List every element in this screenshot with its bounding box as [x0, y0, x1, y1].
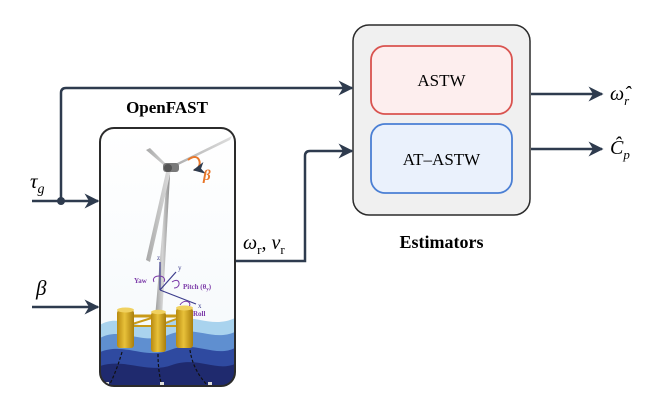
tower [155, 175, 170, 318]
wave-dark [100, 362, 235, 386]
tau-branch-to-estimators [59, 80, 354, 201]
openfast-title: OpenFAST [126, 98, 209, 117]
astw-label: ASTW [417, 71, 466, 90]
anchor-right [208, 382, 212, 385]
yaw-label: Yaw [134, 277, 148, 285]
mooring-line-right [189, 349, 211, 386]
beta-label: β [35, 276, 47, 300]
pitch-axis-label: Pitch (θy) [183, 283, 212, 293]
openfast-box [99, 127, 236, 387]
roll-label: Roll [193, 310, 206, 318]
omega-v-label: ωr, vr [243, 232, 285, 257]
at-astw-box [370, 123, 513, 194]
omega-hat-label: ω̂r [610, 83, 632, 108]
axis-y-label: y [178, 264, 182, 272]
turbine-beta-label: β [202, 168, 211, 184]
blade-right [168, 136, 232, 170]
axis-x-label: x [198, 302, 202, 310]
astw-box [370, 45, 513, 115]
anchor-mid [160, 382, 164, 385]
turbine-illustration: β z y x Yaw Pitch (θy) Roll [100, 128, 235, 386]
hub [164, 164, 172, 172]
cp-hat-label: Ĉp [610, 135, 630, 162]
platform-column-left [117, 310, 134, 348]
at-astw-label: AT–ASTW [403, 150, 481, 169]
estimators-title: Estimators [400, 232, 484, 252]
floating-platform [117, 305, 193, 352]
tau-g-label: τg [30, 169, 45, 197]
pitch-rotation-arrow [187, 156, 206, 174]
tau-junction-dot [57, 197, 65, 205]
platform-column-right [176, 308, 193, 348]
yaw-rotation-arrow [152, 275, 166, 283]
platform-column-mid [151, 312, 166, 352]
axis-z-label: z [157, 254, 160, 262]
pitch-axis-rotation-arrow [171, 279, 180, 289]
blade-down [146, 170, 171, 262]
measurement-arrow [236, 143, 354, 263]
